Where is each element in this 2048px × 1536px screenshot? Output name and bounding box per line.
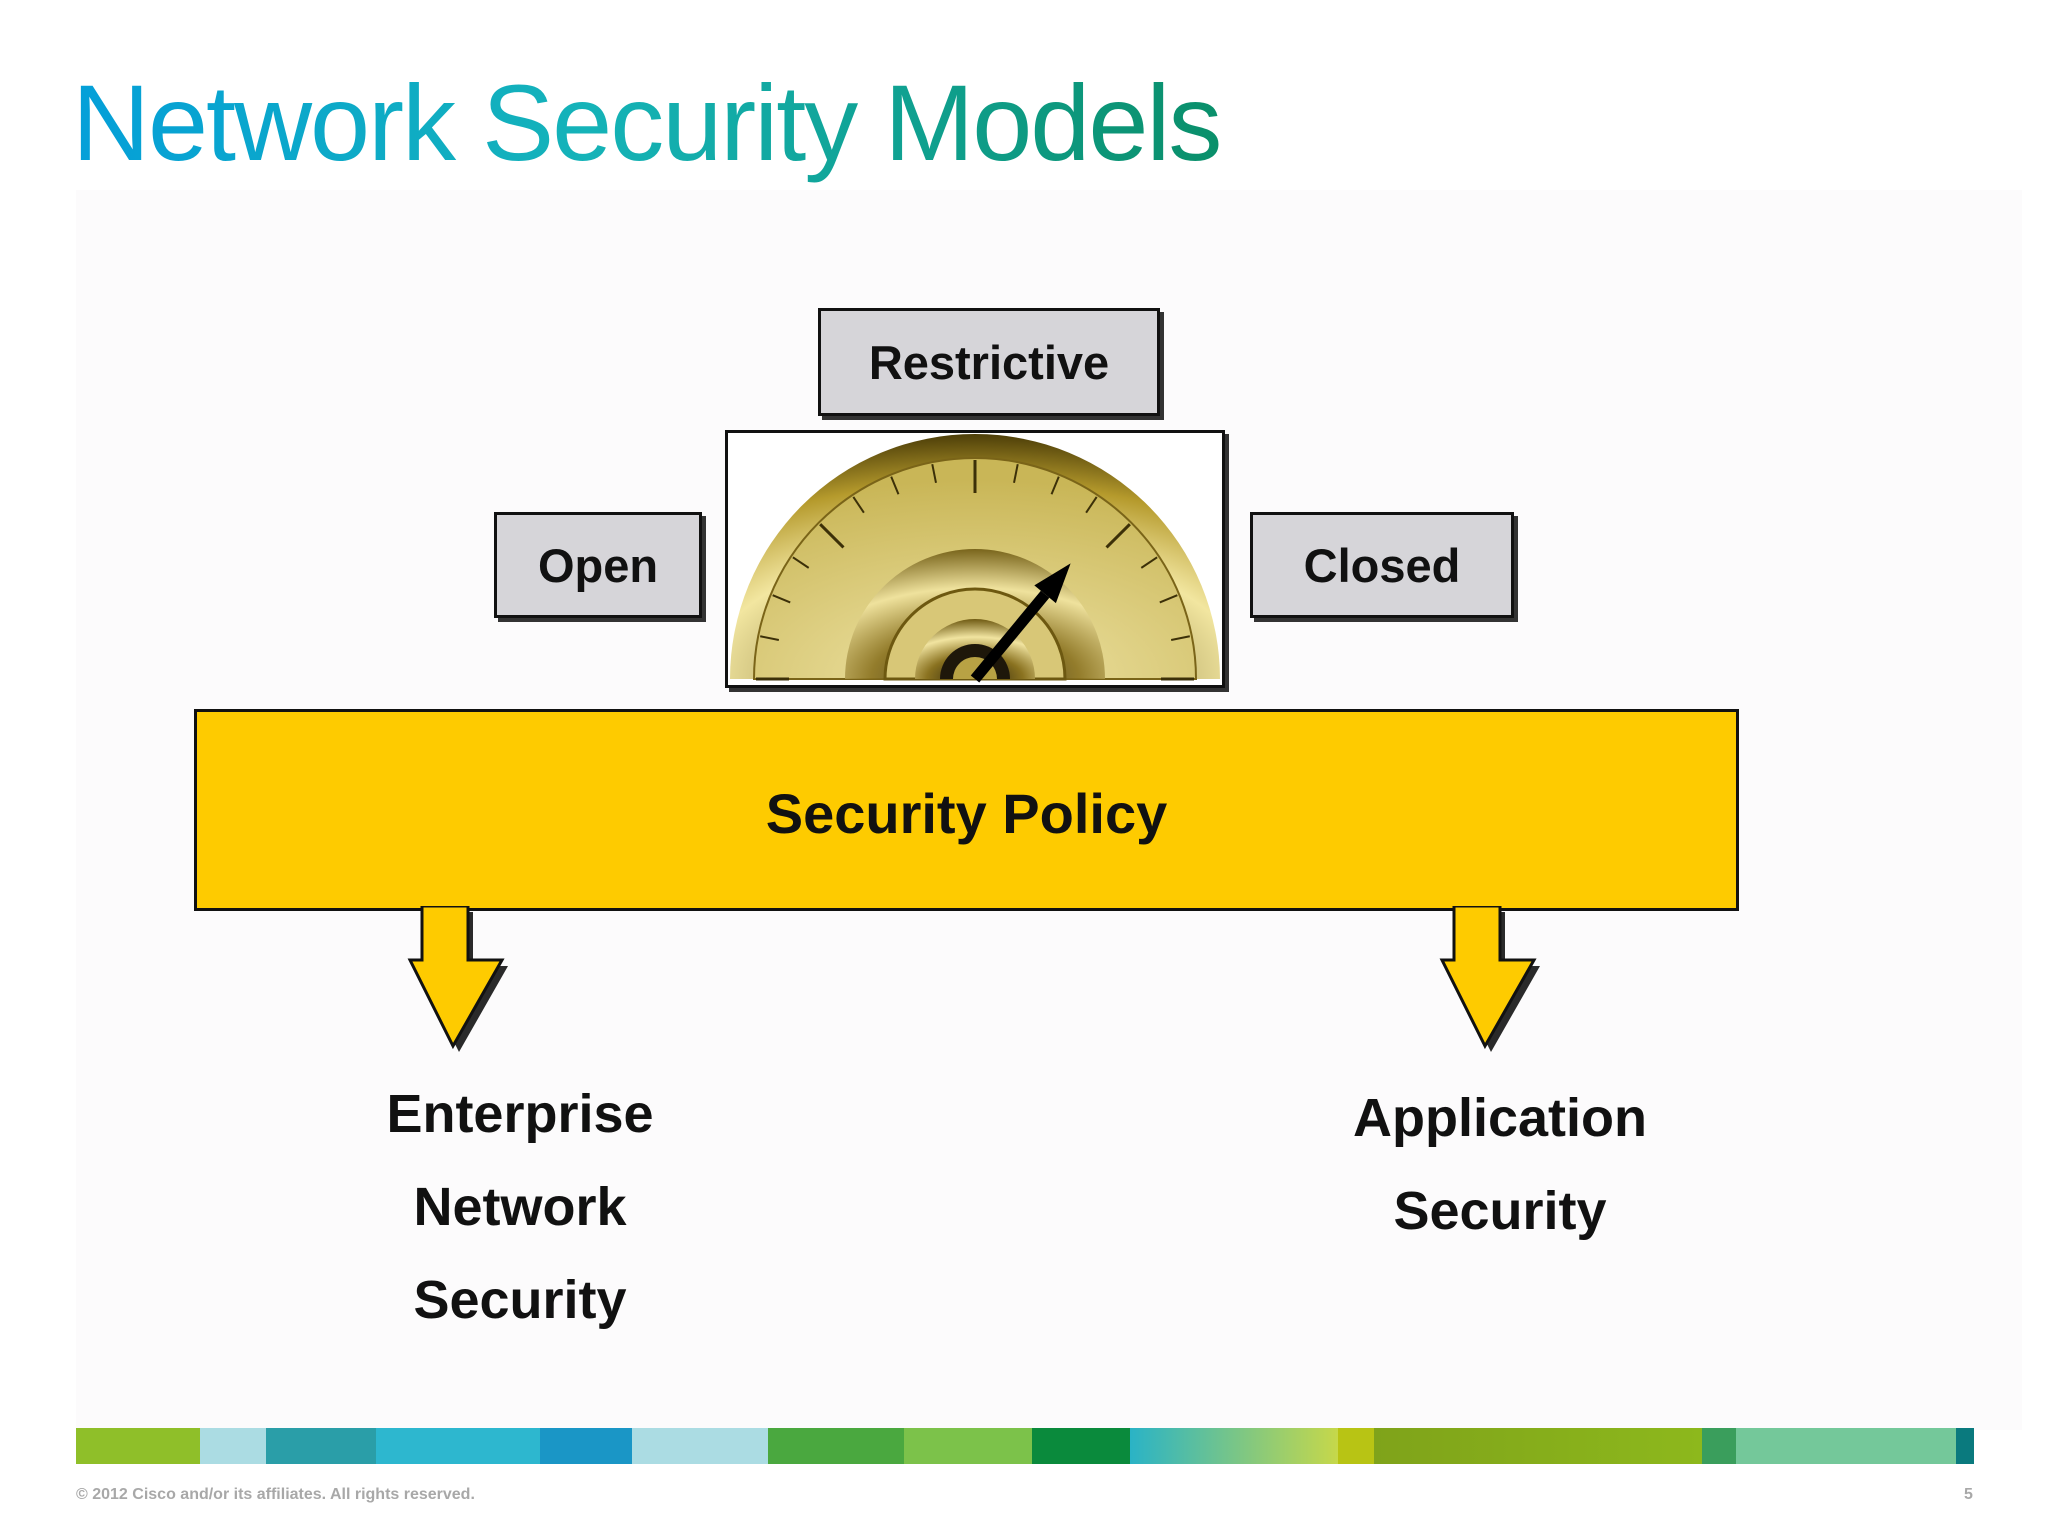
- restrictive-label: Restrictive: [868, 335, 1110, 389]
- application-security-label: Application Security: [1320, 1072, 1680, 1258]
- gauge-tick: [852, 496, 865, 514]
- security-policy-bar: Security Policy: [194, 709, 1739, 911]
- branch-line: Security: [1393, 1181, 1607, 1241]
- gauge-tick: [1170, 635, 1190, 641]
- gauge-tick: [819, 523, 845, 549]
- gauge-tick: [931, 464, 937, 484]
- gauge-tick: [772, 594, 791, 604]
- restrictive-label-box: Restrictive: [818, 308, 1160, 416]
- closed-label: Closed: [1303, 538, 1461, 592]
- closed-label-box: Closed: [1250, 512, 1514, 618]
- open-label-box: Open: [494, 512, 702, 618]
- gauge-tick: [792, 556, 810, 569]
- open-label: Open: [537, 538, 659, 592]
- gauge-tick: [760, 635, 780, 641]
- gauge-tick: [1085, 496, 1098, 514]
- gauge-tick: [1050, 476, 1060, 495]
- branch-line: Application: [1353, 1088, 1647, 1148]
- security-gauge: [725, 430, 1225, 688]
- gauge-tick: [1105, 523, 1131, 549]
- branch-line: Enterprise: [386, 1084, 654, 1144]
- down-arrow-icon: [407, 906, 508, 1052]
- branch-line: Security: [413, 1270, 627, 1330]
- page-title: Network Security Models: [72, 58, 1222, 188]
- page-number: 5: [1964, 1486, 1973, 1503]
- gauge-tick: [1159, 594, 1178, 604]
- dial-gauge-icon: [730, 434, 1220, 683]
- gauge-tick: [890, 476, 900, 495]
- gauge-needle: [970, 563, 1071, 683]
- copyright-text: © 2012 Cisco and/or its affiliates. All …: [76, 1486, 475, 1503]
- gauge-ticks: [756, 460, 1194, 681]
- down-arrow-icon: [1439, 906, 1540, 1052]
- gauge-tick: [1013, 464, 1019, 484]
- security-policy-label: Security Policy: [765, 781, 1168, 845]
- enterprise-network-security-label: Enterprise Network Security: [360, 1068, 680, 1347]
- branch-line: Network: [413, 1177, 627, 1237]
- footer-color-stripe: [76, 1428, 1974, 1464]
- gauge-tick: [1140, 556, 1158, 569]
